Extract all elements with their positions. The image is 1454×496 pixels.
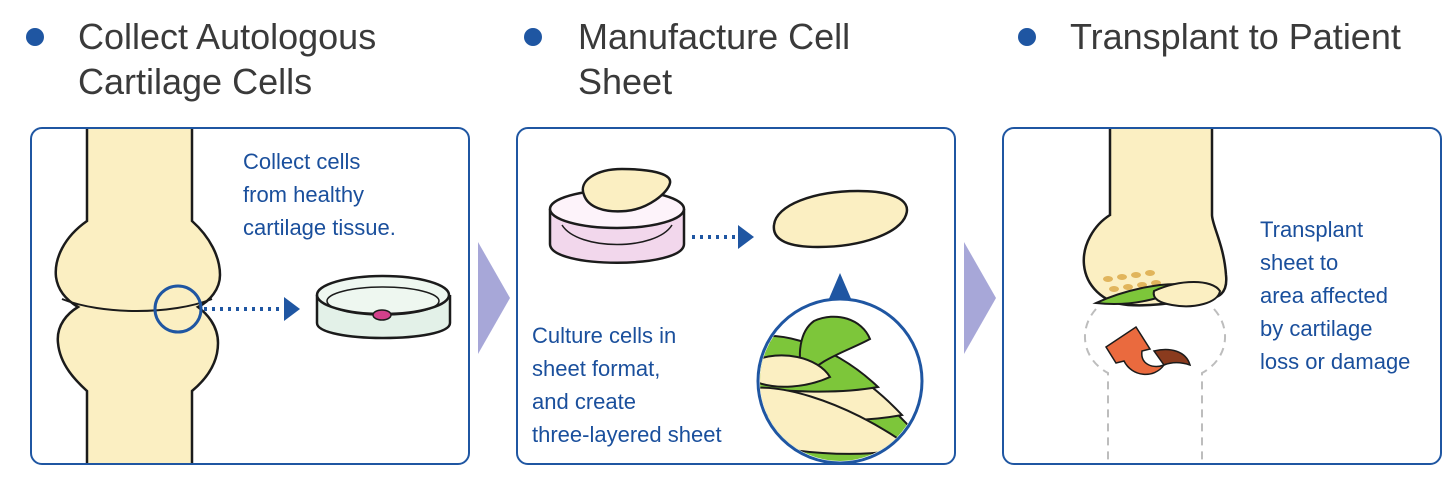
cell-sheet-in-dish (581, 167, 672, 213)
knee-joint-bone (54, 129, 222, 463)
culture-dish (548, 167, 686, 264)
magnify-pointer (828, 273, 852, 301)
sample-site-circle (153, 284, 203, 334)
step-1-to-2-arrow (478, 242, 510, 354)
step-2-to-3-arrow (964, 242, 996, 354)
transplant-arrow (1104, 325, 1167, 375)
harvested-cell-sheet (772, 189, 909, 249)
step-3-illustration (1082, 129, 1228, 463)
step-3-heading-text: Transplant to Patient (1070, 16, 1401, 57)
cell-sample (372, 309, 392, 321)
step-3-panel: Transplant sheet to area affected by car… (1002, 127, 1442, 465)
arrow-head (284, 297, 300, 321)
step-1-heading-text: Collect Autologous Cartilage Cells (78, 16, 377, 102)
step-3-caption: Transplant sheet to area affected by car… (1260, 217, 1411, 374)
step-3-bullet (1018, 28, 1036, 46)
petri-dish (315, 274, 452, 340)
arrow-head (738, 225, 754, 249)
damaged-area-dots (1103, 270, 1161, 292)
three-layer-sheet-magnified (756, 297, 924, 463)
tibia-outline (1083, 308, 1227, 463)
step-2-heading-text: Manufacture Cell Sheet (578, 16, 851, 102)
transplant-arrow-tail (1152, 348, 1192, 367)
step-1-bullet (26, 28, 44, 46)
joint-gap-line (61, 298, 213, 312)
step-2-caption: Culture cells in sheet format, and creat… (532, 323, 722, 447)
step-2-bullet (524, 28, 542, 46)
step-1-caption: Collect cells from healthy cartilage tis… (243, 149, 396, 240)
step-2-illustration (548, 167, 924, 463)
step-1-panel: Collect cells from healthy cartilage tis… (30, 127, 470, 465)
step-1-illustration (54, 129, 452, 463)
transplanted-sheet (1152, 281, 1222, 308)
step-2-panel: Culture cells in sheet format, and creat… (516, 127, 956, 465)
